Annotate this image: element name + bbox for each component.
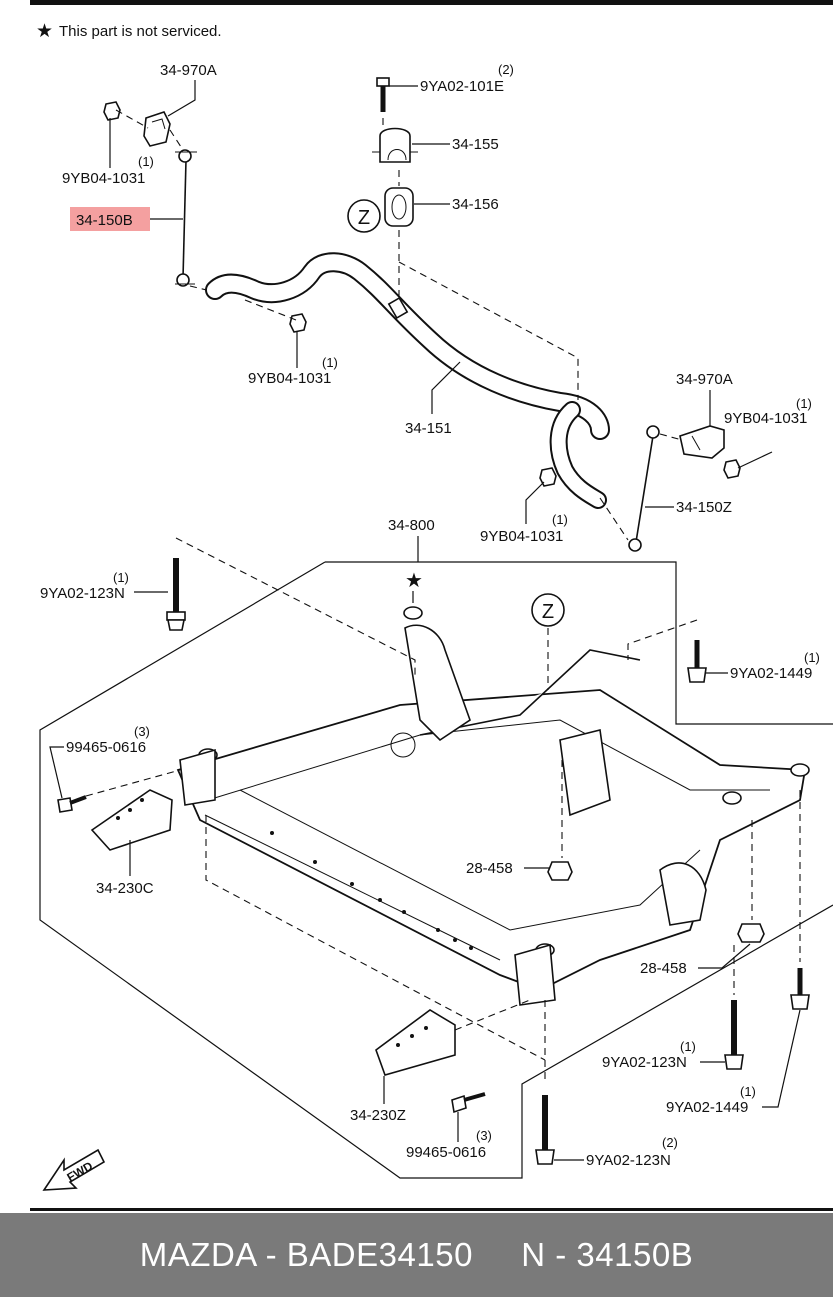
stabilizer-link-left (175, 149, 197, 287)
nut-right (723, 459, 741, 479)
label-28-458-a: 28-458 (466, 860, 513, 877)
bracket-34-230z (375, 1009, 456, 1076)
bushing-34-970a-right (679, 425, 725, 459)
footer-ref: N - 34150B (521, 1236, 694, 1273)
label-9yb04-low: 9YB04-1031 (480, 528, 563, 545)
label-9ya02-123n-top: 9YA02-123N (40, 585, 125, 602)
nut-lower-mid (539, 467, 557, 487)
qty-9yb04-top-left: (1) (138, 154, 154, 169)
label-34-230z: 34-230Z (350, 1107, 406, 1124)
bottom-border (30, 1208, 833, 1211)
bracket-34-230c (90, 789, 173, 851)
bolt-99465-bottom (451, 1092, 486, 1114)
svg-text:Z: Z (358, 207, 370, 229)
note-star-icon: ★ (36, 21, 53, 42)
group-outline-34-800 (325, 561, 833, 725)
label-34-970a-right: 34-970A (676, 371, 733, 388)
stabilizer-bar (205, 252, 610, 509)
svg-text:Z: Z (542, 601, 554, 623)
stabilizer-link-right (628, 425, 660, 552)
zone-marker-z-top: Z (347, 199, 381, 233)
qty-9ya02-1449-bottom: (1) (740, 1084, 756, 1099)
qty-99465-bottom: (3) (476, 1128, 492, 1143)
crossmember (176, 606, 810, 1006)
nut-mid (289, 313, 307, 333)
label-9ya02-1449-top: 9YA02-1449 (730, 665, 812, 682)
label-34-970a-top: 34-970A (160, 62, 217, 79)
label-9ya02-123n-right: 9YA02-123N (602, 1054, 687, 1071)
qty-9ya02-123n-top: (1) (113, 570, 129, 585)
highlight-34-150b (70, 207, 150, 231)
not-serviced-star-icon: ★ (405, 570, 423, 592)
bolt-9ya02-123n-bottom (535, 1095, 555, 1165)
bushing-34-970a-left (143, 111, 171, 147)
note-text: This part is not serviced. (59, 23, 222, 40)
top-border (30, 0, 833, 5)
label-9ya02-101e: 9YA02-101E (420, 78, 504, 95)
label-9yb04-mid: 9YB04-1031 (248, 370, 331, 387)
label-34-150b: 34-150B (76, 212, 133, 229)
label-99465-bottom: 99465-0616 (406, 1144, 486, 1161)
label-9yb04-right: 9YB04-1031 (724, 410, 807, 427)
parts-diagram: ★ This part is not serviced. (30, 0, 833, 1211)
label-9ya02-123n-bottom: 9YA02-123N (586, 1152, 671, 1169)
bushing-34-156 (384, 187, 414, 227)
nut-top-left (103, 101, 121, 121)
qty-9yb04-mid: (1) (322, 355, 338, 370)
label-34-155: 34-155 (452, 136, 499, 153)
label-34-150z: 34-150Z (676, 499, 732, 516)
nut-28-458-a (547, 861, 573, 881)
qty-9yb04-right: (1) (796, 396, 812, 411)
label-34-800: 34-800 (388, 517, 435, 534)
qty-9ya02-1449-top: (1) (804, 650, 820, 665)
footer-brand-part: MAZDA - BADE34150 (139, 1236, 473, 1273)
bolt-9ya02-101e (376, 77, 390, 112)
qty-9ya02-101e: (2) (498, 62, 514, 77)
label-9ya02-1449-bottom: 9YA02-1449 (666, 1099, 748, 1116)
nut-28-458-b (737, 923, 765, 943)
zone-marker-z-lower: Z (531, 593, 565, 627)
qty-9yb04-low: (1) (552, 512, 568, 527)
label-34-151: 34-151 (405, 420, 452, 437)
label-28-458-b: 28-458 (640, 960, 687, 977)
footer-spacer (473, 1236, 521, 1274)
qty-9ya02-123n-right: (1) (680, 1039, 696, 1054)
footer-bar: MAZDA - BADE34150 N - 34150B (0, 1213, 833, 1297)
bolt-99465-left (57, 795, 87, 813)
label-34-230c: 34-230C (96, 880, 154, 897)
label-34-156: 34-156 (452, 196, 499, 213)
qty-9ya02-123n-bottom: (2) (662, 1135, 678, 1150)
bolt-9ya02-1449-bottom (790, 968, 810, 1010)
label-9yb04-top-left: 9YB04-1031 (62, 170, 145, 187)
bolt-9ya02-123n-top (166, 558, 186, 631)
bracket-34-155 (372, 127, 418, 163)
forward-arrow-icon: FWD (42, 1148, 106, 1191)
qty-99465-left: (3) (134, 724, 150, 739)
bolt-9ya02-1449-top (687, 640, 707, 683)
bolt-9ya02-123n-right (724, 1000, 744, 1070)
label-99465-left: 99465-0616 (66, 739, 146, 756)
